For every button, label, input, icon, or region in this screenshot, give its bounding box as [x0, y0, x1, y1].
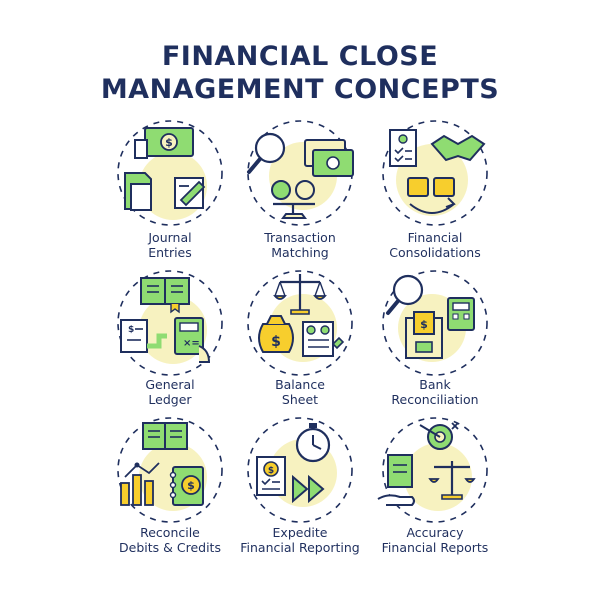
expedite-reporting-icon: $ [247, 417, 353, 523]
label-line-2: Sheet [281, 392, 319, 407]
transaction-matching-icon [247, 120, 354, 226]
label-financial-consolidations: Financial Consolidations [345, 230, 525, 260]
concept-transaction-matching [225, 118, 375, 268]
bank-reconciliation-icon: $ [382, 270, 488, 376]
accuracy-reports-icon [377, 417, 488, 523]
svg-text:$: $ [187, 479, 195, 492]
balance-sheet-icon: $ [247, 270, 353, 376]
reconcile-debits-credits-icon: $ [117, 417, 223, 523]
label-journal-entries: Journal Entries [80, 230, 260, 260]
concept-reconcile-debits-credits: $ [95, 415, 245, 565]
svg-text:$: $ [420, 318, 428, 331]
label-line-1: Balance [275, 377, 325, 392]
title-line-1: FINANCIAL CLOSE [161, 41, 439, 72]
label-line-1: Reconcile [140, 525, 200, 540]
label-line-1: Transaction [264, 230, 336, 245]
label-general-ledger: General Ledger [80, 377, 260, 407]
concept-journal-entries: $ [95, 118, 245, 268]
financial-consolidations-icon [382, 120, 488, 226]
label-line-2: Reconciliation [391, 392, 479, 407]
label-bank-reconciliation: Bank Reconciliation [345, 377, 525, 407]
label-line-2: Matching [271, 245, 329, 260]
label-line-2: Financial Reporting [240, 540, 360, 555]
label-line-2: Entries [148, 245, 192, 260]
title-line-2: MANAGEMENT CONCEPTS [100, 74, 500, 105]
concept-general-ledger: $ ×= [95, 268, 245, 418]
journal-entries-icon: $ [117, 120, 223, 226]
svg-text:×=: ×= [183, 338, 200, 349]
page-title: FINANCIAL CLOSE MANAGEMENT CONCEPTS [0, 40, 600, 106]
concept-balance-sheet: $ [225, 268, 375, 418]
concept-bank-reconciliation: $ [360, 268, 510, 418]
label-line-2: Financial Reports [381, 540, 489, 555]
label-transaction-matching: Transaction Matching [210, 230, 390, 260]
svg-text:$: $ [268, 466, 274, 476]
label-line-1: Journal [148, 230, 192, 245]
label-line-1: Bank [419, 377, 451, 392]
label-balance-sheet: Balance Sheet [210, 377, 390, 407]
svg-text:$: $ [271, 334, 281, 350]
label-line-1: Financial [407, 230, 463, 245]
label-line-2: Debits & Credits [119, 540, 221, 555]
label-line-1: Expedite [272, 525, 328, 540]
label-accuracy-reports: Accuracy Financial Reports [345, 525, 525, 555]
concept-accuracy-reports [360, 415, 510, 565]
concept-financial-consolidations [360, 118, 510, 268]
concept-expedite-reporting: $ [225, 415, 375, 565]
label-line-1: General [145, 377, 195, 392]
label-line-2: Ledger [148, 392, 192, 407]
label-line-1: Accuracy [406, 525, 464, 540]
general-ledger-icon: $ ×= [117, 270, 223, 376]
label-expedite-reporting: Expedite Financial Reporting [210, 525, 390, 555]
label-reconcile-debits-credits: Reconcile Debits & Credits [80, 525, 260, 555]
label-line-2: Consolidations [389, 245, 481, 260]
svg-text:$: $ [128, 325, 134, 335]
svg-text:$: $ [165, 136, 173, 149]
